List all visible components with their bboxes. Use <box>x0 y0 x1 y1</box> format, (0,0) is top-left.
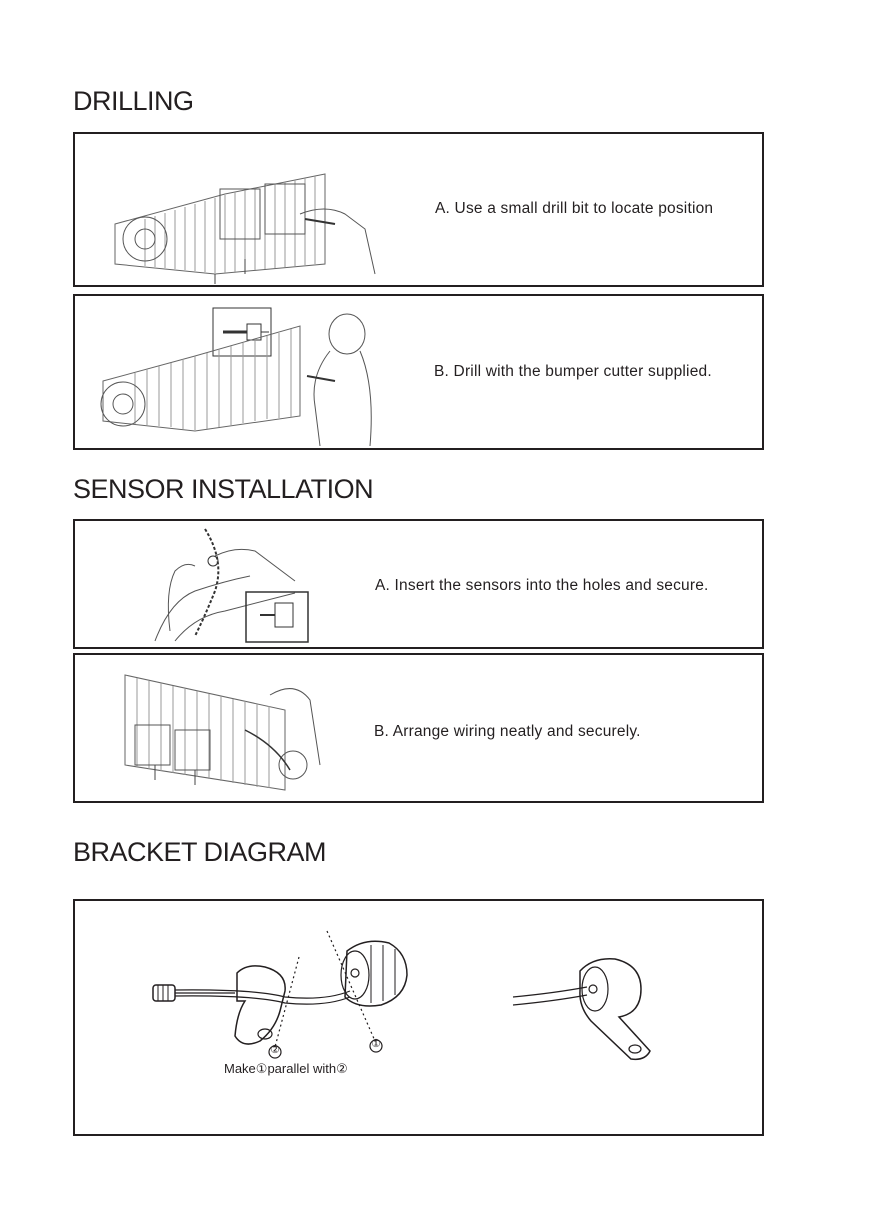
bracket-diagram-panel: ① ② Make①parallel with② <box>73 899 764 1136</box>
sensor-step-b-caption: B. Arrange wiring neatly and securely. <box>374 723 641 741</box>
note-number-1: ① <box>256 1061 268 1076</box>
label-part-2: ② <box>270 1043 280 1056</box>
sensor-step-b-panel: B. Arrange wiring neatly and securely. <box>73 653 764 803</box>
label-part-1: ① <box>371 1037 381 1050</box>
sensor-step-a-caption: A. Insert the sensors into the holes and… <box>375 577 709 595</box>
note-middle: parallel with <box>267 1061 336 1076</box>
section-title-bracket-diagram: BRACKET DIAGRAM <box>73 837 326 868</box>
drilling-step-b-panel: B. Drill with the bumper cutter supplied… <box>73 294 764 450</box>
note-number-2: ② <box>336 1061 348 1076</box>
drilling-step-b-caption: B. Drill with the bumper cutter supplied… <box>434 363 712 381</box>
bracket-alignment-note: Make①parallel with② <box>224 1061 348 1077</box>
section-title-drilling: DRILLING <box>73 86 194 117</box>
section-title-sensor-installation: SENSOR INSTALLATION <box>73 474 373 505</box>
drilling-step-a-panel: A. Use a small drill bit to locate posit… <box>73 132 764 287</box>
bracket-exploded-illustration <box>75 901 762 1134</box>
drilling-step-a-caption: A. Use a small drill bit to locate posit… <box>435 200 713 218</box>
note-prefix: Make <box>224 1061 256 1076</box>
sensor-step-a-panel: A. Insert the sensors into the holes and… <box>73 519 764 649</box>
